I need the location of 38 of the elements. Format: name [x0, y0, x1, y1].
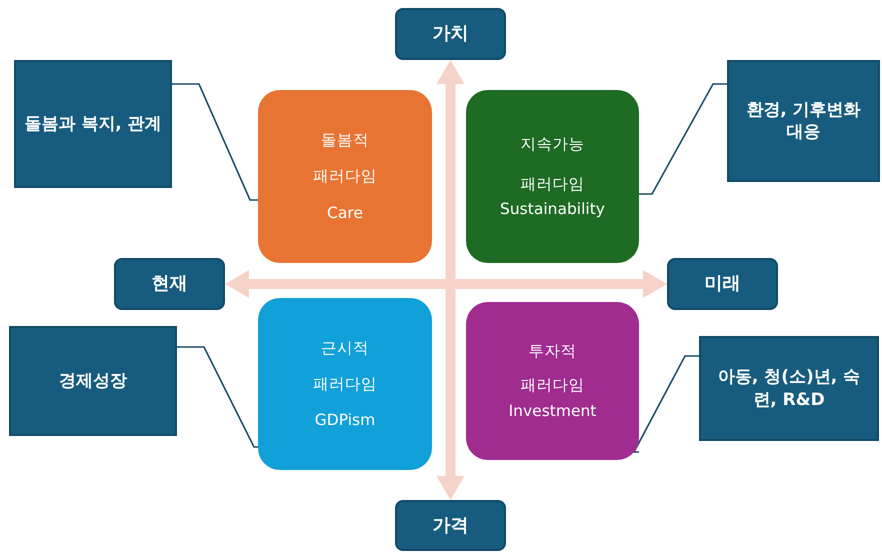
axis-label-box: [667, 258, 778, 310]
axis-label: 미래: [704, 272, 740, 296]
callout-text: 환경, 기후변화 대응: [745, 98, 862, 144]
axis-arrow: [436, 60, 464, 500]
axis-arrow: [225, 270, 667, 298]
card-text: 패러다임: [313, 374, 377, 394]
card-text: 투자적: [528, 340, 576, 361]
card-text: 패러다임: [313, 166, 377, 187]
callout-box: [699, 336, 879, 441]
card-text: Sustainability: [500, 198, 605, 219]
card-text: 패러다임: [520, 374, 584, 396]
callout-text: 돌봄과 복지, 관계: [24, 112, 162, 136]
paradigm-card: [466, 302, 639, 460]
callout-text: 아동, 청(소)년, 숙련, R&D: [716, 366, 862, 411]
paradigm-card: [258, 298, 432, 470]
leader-line: [639, 83, 727, 195]
axis-label: 가격: [432, 514, 468, 538]
card-text: GDPism: [314, 410, 376, 430]
axis-label-box: [395, 8, 506, 60]
card-text: 패러다임: [520, 174, 584, 195]
callout-box: [727, 60, 880, 182]
axis-label-box: [395, 500, 506, 551]
paradigm-card: [258, 90, 432, 263]
leader-line: [632, 355, 699, 453]
card-text: Care: [327, 202, 363, 223]
callout-box: [14, 60, 172, 188]
axis-label: 현재: [152, 272, 188, 296]
card-text: 지속가능: [520, 134, 584, 154]
card-text: Investment: [508, 401, 596, 422]
leader-line: [172, 83, 258, 201]
leader-line: [177, 346, 258, 448]
callout-text: 경제성장: [59, 370, 127, 392]
paradigm-card: [466, 90, 639, 263]
axis-label-box: [114, 258, 225, 310]
axis-label: 가치: [432, 22, 468, 46]
callout-box: [9, 326, 177, 436]
card-text: 근시적: [321, 338, 369, 358]
card-text: 돌봄적: [321, 130, 369, 150]
